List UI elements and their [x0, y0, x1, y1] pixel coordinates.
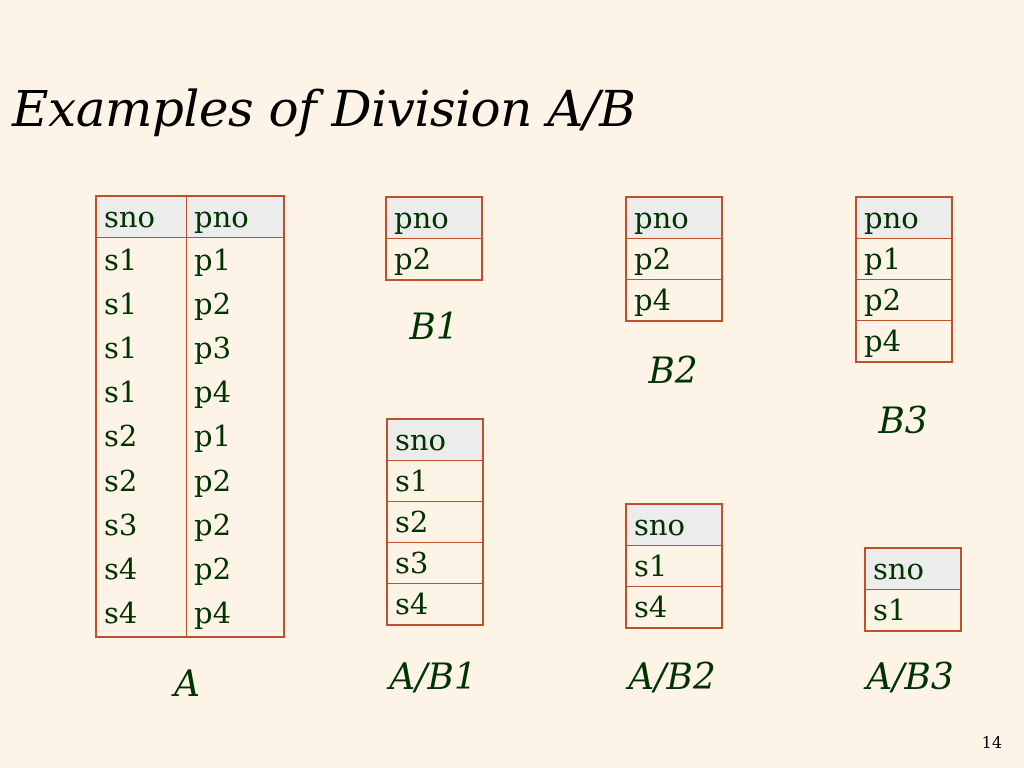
table-row: p4 [856, 320, 952, 362]
table-b3: pno p1 p2 p4 [855, 196, 953, 363]
table-a-div-b1-header-row: sno [387, 419, 483, 461]
table-row: p2 [626, 238, 722, 280]
table-a-header-sno: sno [96, 196, 187, 238]
table-row: s1 [865, 589, 961, 631]
table-a-div-b1-cell: s3 [387, 542, 483, 584]
table-a-cell: s1 [104, 242, 138, 277]
table-a-cell: p4 [186, 591, 284, 637]
table-b1-cell: p2 [386, 238, 482, 280]
table-a-div-b1-cell: s4 [387, 583, 483, 625]
caption-a-div-b2: A/B2 [628, 657, 716, 698]
table-a-cell: s2 [104, 463, 138, 498]
table-a-cell: p3 [186, 326, 284, 371]
table-row: s3 p2 [96, 503, 284, 548]
table-a-cell: s2 [104, 419, 138, 454]
page-number: 14 [981, 733, 1002, 752]
table-a-cell: p4 [186, 370, 284, 415]
caption-a-div-b3: A/B3 [866, 657, 954, 698]
table-a-cell: p2 [186, 547, 284, 592]
table-a-div-b2-header-sno: sno [626, 504, 722, 546]
table-a-cell: p2 [186, 458, 284, 504]
table-a-div-b1-header-sno: sno [387, 419, 483, 461]
table-b3-header-row: pno [856, 197, 952, 239]
table-b1-header-row: pno [386, 197, 482, 239]
table-b2-header-pno: pno [626, 197, 722, 239]
table-a-header-row: sno pno [96, 196, 284, 238]
caption-b2: B2 [648, 351, 698, 392]
table-a-div-b2-header-row: sno [626, 504, 722, 546]
table-a-cell: s1 [104, 286, 138, 321]
table-row: s4 p4 [96, 591, 284, 637]
table-a-div-b2-cell: s4 [626, 586, 722, 628]
table-a-cell: s3 [104, 507, 138, 542]
table-b3-cell: p2 [856, 279, 952, 321]
table-row: s1 [387, 460, 483, 502]
table-row: p4 [626, 279, 722, 321]
table-a-div-b3-header-sno: sno [865, 548, 961, 590]
table-a-header-pno: pno [186, 196, 284, 238]
table-b3-header-pno: pno [856, 197, 952, 239]
caption-b1: B1 [409, 307, 459, 348]
table-a-div-b2-cell: s1 [626, 545, 722, 587]
table-row: p1 [856, 238, 952, 280]
table-b1-header-pno: pno [386, 197, 482, 239]
table-a-div-b1: sno s1 s2 s3 s4 [386, 418, 484, 626]
table-a-div-b3-cell: s1 [865, 589, 961, 631]
slide-title: Examples of Division A/B [12, 80, 636, 138]
caption-b3: B3 [878, 401, 928, 442]
table-a-div-b2: sno s1 s4 [625, 503, 723, 629]
table-a-cell: p1 [186, 414, 284, 459]
table-b2-header-row: pno [626, 197, 722, 239]
table-a-div-b3-header-row: sno [865, 548, 961, 590]
table-b3-cell: p4 [856, 320, 952, 362]
table-a-div-b1-cell: s1 [387, 460, 483, 502]
table-row: s2 [387, 501, 483, 543]
table-row: s1 [626, 545, 722, 587]
table-a-cell: s4 [104, 596, 138, 631]
table-a-cell: s1 [104, 375, 138, 410]
table-row: s1 p3 [96, 326, 284, 371]
table-row: s3 [387, 542, 483, 584]
table-a-div-b1-cell: s2 [387, 501, 483, 543]
table-b2: pno p2 p4 [625, 196, 723, 322]
table-a-div-b3: sno s1 [864, 547, 962, 632]
table-b3-cell: p1 [856, 238, 952, 280]
table-row: s1 p1 [96, 237, 284, 283]
table-row: s2 p1 [96, 414, 284, 459]
table-b2-cell: p4 [626, 279, 722, 321]
table-a-cell: s4 [104, 551, 138, 586]
table-row: s4 p2 [96, 547, 284, 592]
table-a-cell: p2 [186, 282, 284, 327]
table-a: sno pno s1 p1 s1 p2 s1 p3 s1 p4 s2 p1 s2 p2 s3… [95, 195, 285, 638]
table-row: s1 p4 [96, 370, 284, 415]
table-a-cell: s1 [104, 330, 138, 365]
caption-a-div-b1: A/B1 [389, 657, 477, 698]
table-b2-cell: p2 [626, 238, 722, 280]
table-a-cell: p1 [186, 237, 284, 283]
table-row: s4 [626, 586, 722, 628]
table-row: s1 p2 [96, 282, 284, 327]
table-row: s4 [387, 583, 483, 625]
table-row: p2 [386, 238, 482, 280]
table-b1: pno p2 [385, 196, 483, 281]
table-a-cell: p2 [186, 503, 284, 548]
caption-a: A [174, 664, 200, 705]
table-row: s2 p2 [96, 458, 284, 504]
table-row: p2 [856, 279, 952, 321]
